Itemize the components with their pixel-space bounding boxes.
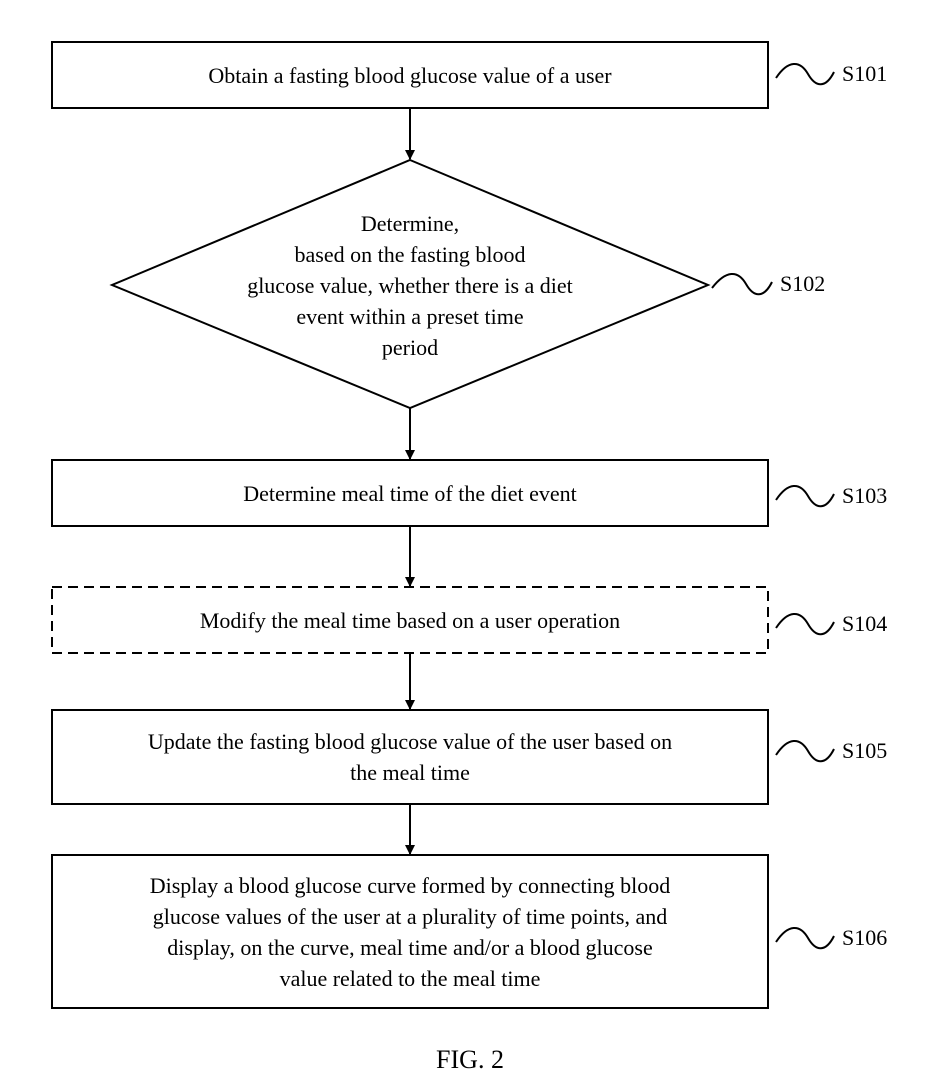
step-s105-text: Update the fasting blood glucose value o… [54, 712, 766, 802]
step-s105-line: Update the fasting blood glucose value o… [148, 726, 672, 757]
step-label-s102: S102 [780, 271, 825, 297]
leader-s104 [776, 614, 834, 634]
step-s104-text: Modify the meal time based on a user ope… [54, 589, 766, 651]
step-s106-text: Display a blood glucose curve formed by … [54, 857, 766, 1006]
step-label-s101: S101 [842, 61, 887, 87]
step-s103-text-content: Determine meal time of the diet event [243, 478, 577, 509]
step-s104-text-content: Modify the meal time based on a user ope… [200, 605, 620, 636]
step-s102-line: period [382, 332, 438, 363]
step-label-s106: S106 [842, 925, 887, 951]
leader-s102 [712, 274, 772, 294]
step-label-s104: S104 [842, 611, 887, 637]
step-s101-text-content: Obtain a fasting blood glucose value of … [208, 60, 611, 91]
step-s102-line: Determine, [361, 208, 459, 239]
step-s102-text: Determine, based on the fasting blood gl… [180, 205, 640, 365]
step-s102-line: based on the fasting blood [295, 239, 526, 270]
step-s106-line: glucose values of the user at a pluralit… [153, 901, 667, 932]
step-s106-line: display, on the curve, meal time and/or … [167, 932, 653, 963]
step-s102-line: event within a preset time [296, 301, 523, 332]
leader-s101 [776, 64, 834, 84]
step-s103-text: Determine meal time of the diet event [54, 462, 766, 524]
step-label-s103: S103 [842, 483, 887, 509]
step-s101-text: Obtain a fasting blood glucose value of … [54, 44, 766, 106]
step-s106-line: value related to the meal time [280, 963, 541, 994]
figure-label: FIG. 2 [0, 1045, 940, 1075]
leader-s106 [776, 928, 834, 948]
leader-s103 [776, 486, 834, 506]
step-s105-line: the meal time [350, 757, 470, 788]
leader-s105 [776, 741, 834, 761]
step-s102-line: glucose value, whether there is a diet [247, 270, 573, 301]
step-s106-line: Display a blood glucose curve formed by … [150, 870, 671, 901]
step-label-s105: S105 [842, 738, 887, 764]
